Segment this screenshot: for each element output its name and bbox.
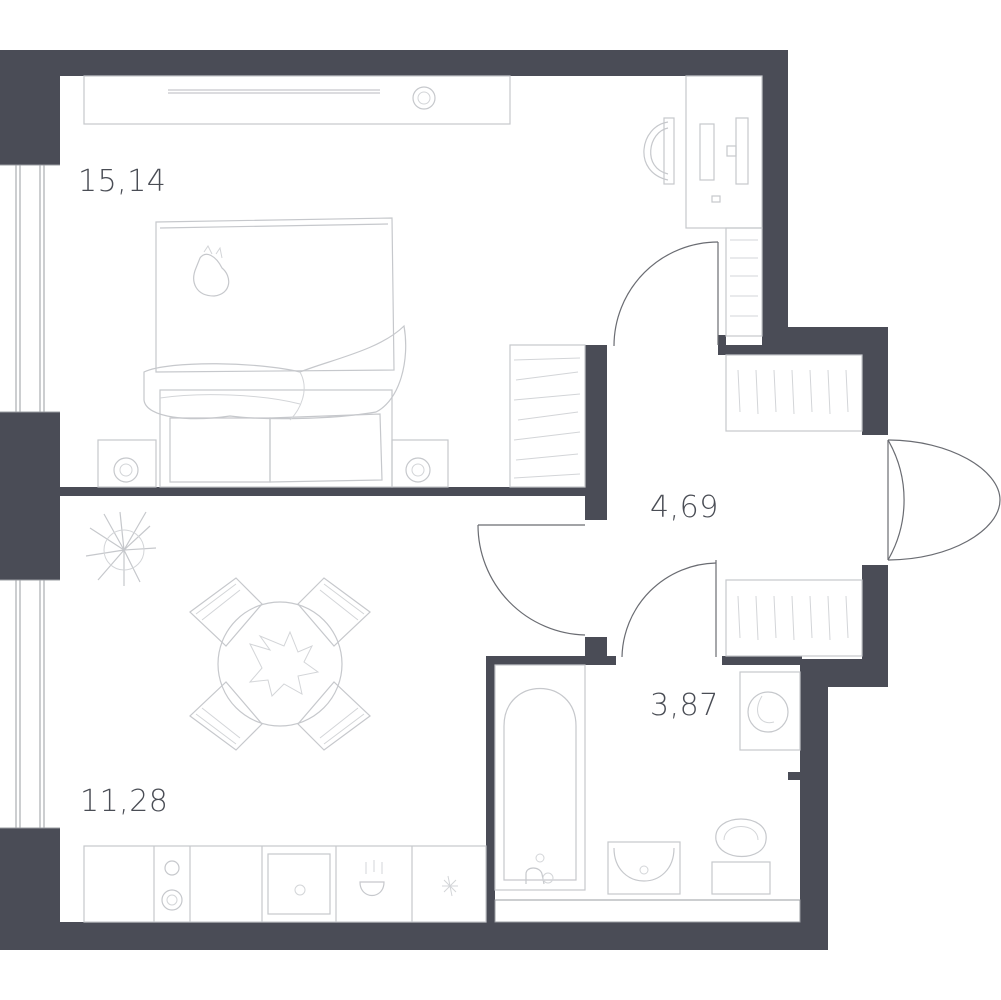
- room-area-hall: 4,69: [650, 490, 719, 525]
- kitchen-counter: [83, 845, 487, 923]
- bed: [143, 217, 407, 488]
- shelf: [725, 227, 763, 337]
- doors: [477, 241, 1001, 658]
- dining-table: [189, 577, 371, 751]
- room-area-kitchen-living: 11,28: [80, 784, 169, 819]
- toilet: [711, 818, 771, 895]
- washing-machine: [739, 671, 801, 751]
- bathtub: [494, 664, 586, 891]
- room-area-bathroom: 3,87: [650, 688, 719, 723]
- nightstands: [97, 439, 449, 488]
- wardrobe-bedroom: [509, 344, 586, 488]
- desk: [643, 75, 763, 229]
- tv-unit: [83, 75, 511, 125]
- windows: [0, 164, 801, 923]
- sink: [607, 841, 681, 895]
- walls: [0, 50, 888, 950]
- plant: [85, 511, 157, 586]
- room-area-bedroom: 15,14: [78, 164, 167, 199]
- hall-wardrobes: [725, 354, 863, 657]
